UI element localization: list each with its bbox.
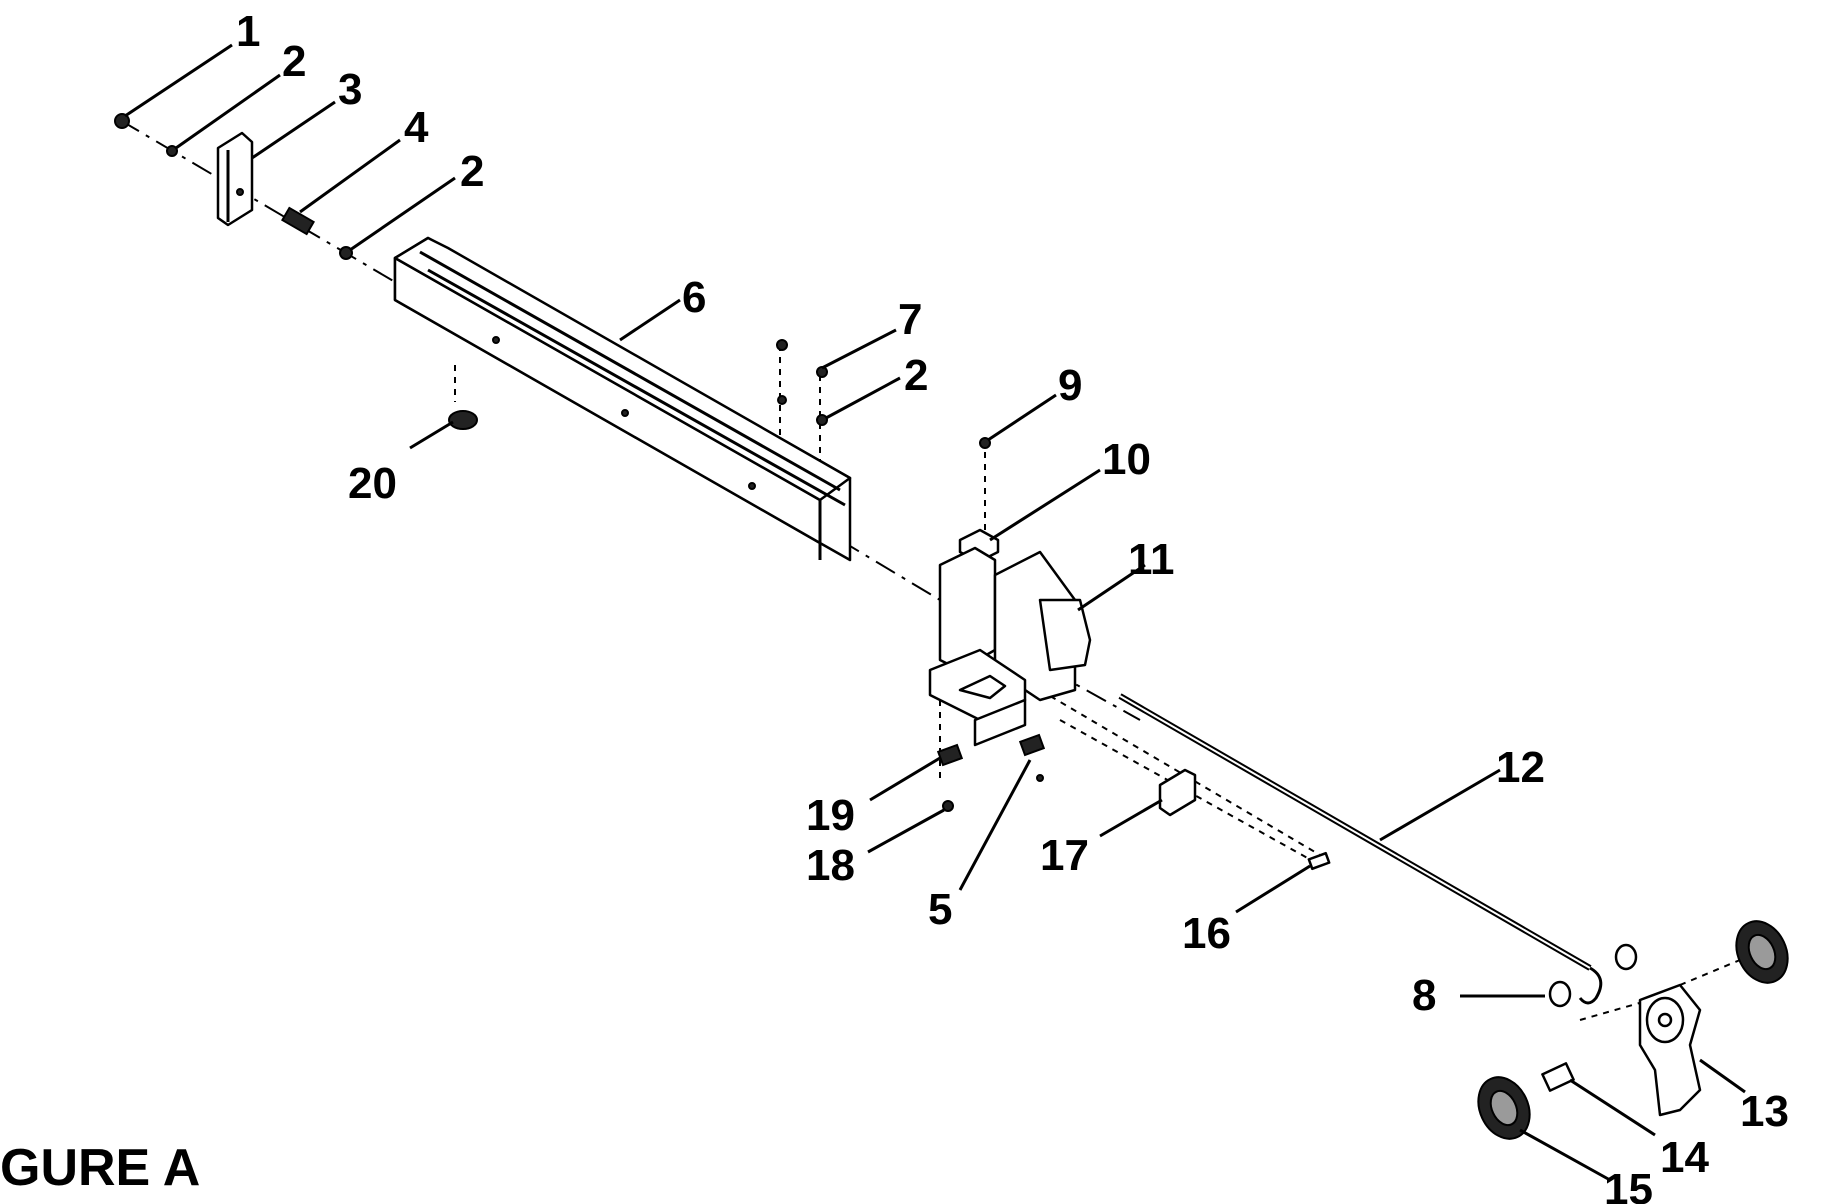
part-9-screw [979, 437, 991, 449]
part-4-spring [281, 206, 315, 236]
callout-14: 14 [1660, 1133, 1709, 1182]
part-8-washers [1548, 943, 1638, 1008]
callout-11: 11 [1128, 535, 1175, 584]
part-11-lock-housing [928, 546, 1092, 747]
part-3-bracket [216, 131, 254, 227]
part-2-washer-top [166, 145, 178, 157]
part-17-plate [1158, 768, 1197, 817]
part-18-screw [942, 800, 954, 812]
callout-7: 7 [898, 295, 922, 344]
callout-1: 1 [236, 7, 260, 56]
part-15-knob-rear [1735, 920, 1789, 984]
figure-caption: GURE A [0, 1139, 200, 1197]
callout-15: 15 [1604, 1165, 1653, 1204]
callout-labels: 1 2 3 4 2 6 7 2 9 10 11 20 12 19 18 17 5… [236, 7, 1789, 1204]
callout-10: 10 [1102, 435, 1151, 484]
callout-5: 5 [928, 885, 952, 934]
part-2-washer-mid [339, 246, 353, 260]
callout-8: 8 [1412, 971, 1436, 1020]
callout-16: 16 [1182, 909, 1231, 958]
callout-2: 2 [904, 351, 928, 400]
part-16-screw [1307, 851, 1331, 871]
callout-19: 19 [806, 791, 855, 840]
callout-6: 6 [682, 273, 706, 322]
part-7-screws [776, 339, 828, 426]
callout-13: 13 [1740, 1087, 1789, 1136]
part-15-knob-front [1477, 1076, 1531, 1140]
part-1-screw [114, 113, 130, 129]
callout-2: 2 [282, 37, 306, 86]
part-12-rod [1118, 693, 1603, 1005]
callout-20: 20 [348, 459, 397, 508]
part-20-foot [448, 410, 478, 430]
part-5-block [1018, 733, 1046, 782]
part-19-block [936, 743, 964, 767]
callout-18: 18 [806, 841, 855, 890]
callout-9: 9 [1058, 361, 1082, 410]
leader-lines [124, 43, 1746, 1182]
callout-12: 12 [1496, 743, 1545, 792]
part-6-fence-rail [393, 236, 852, 562]
callout-2: 2 [460, 147, 484, 196]
callout-17: 17 [1040, 831, 1089, 880]
part-13-lever [1638, 983, 1702, 1117]
part-14-bushing [1541, 1062, 1575, 1092]
callout-4: 4 [404, 103, 429, 152]
callout-3: 3 [338, 65, 362, 114]
